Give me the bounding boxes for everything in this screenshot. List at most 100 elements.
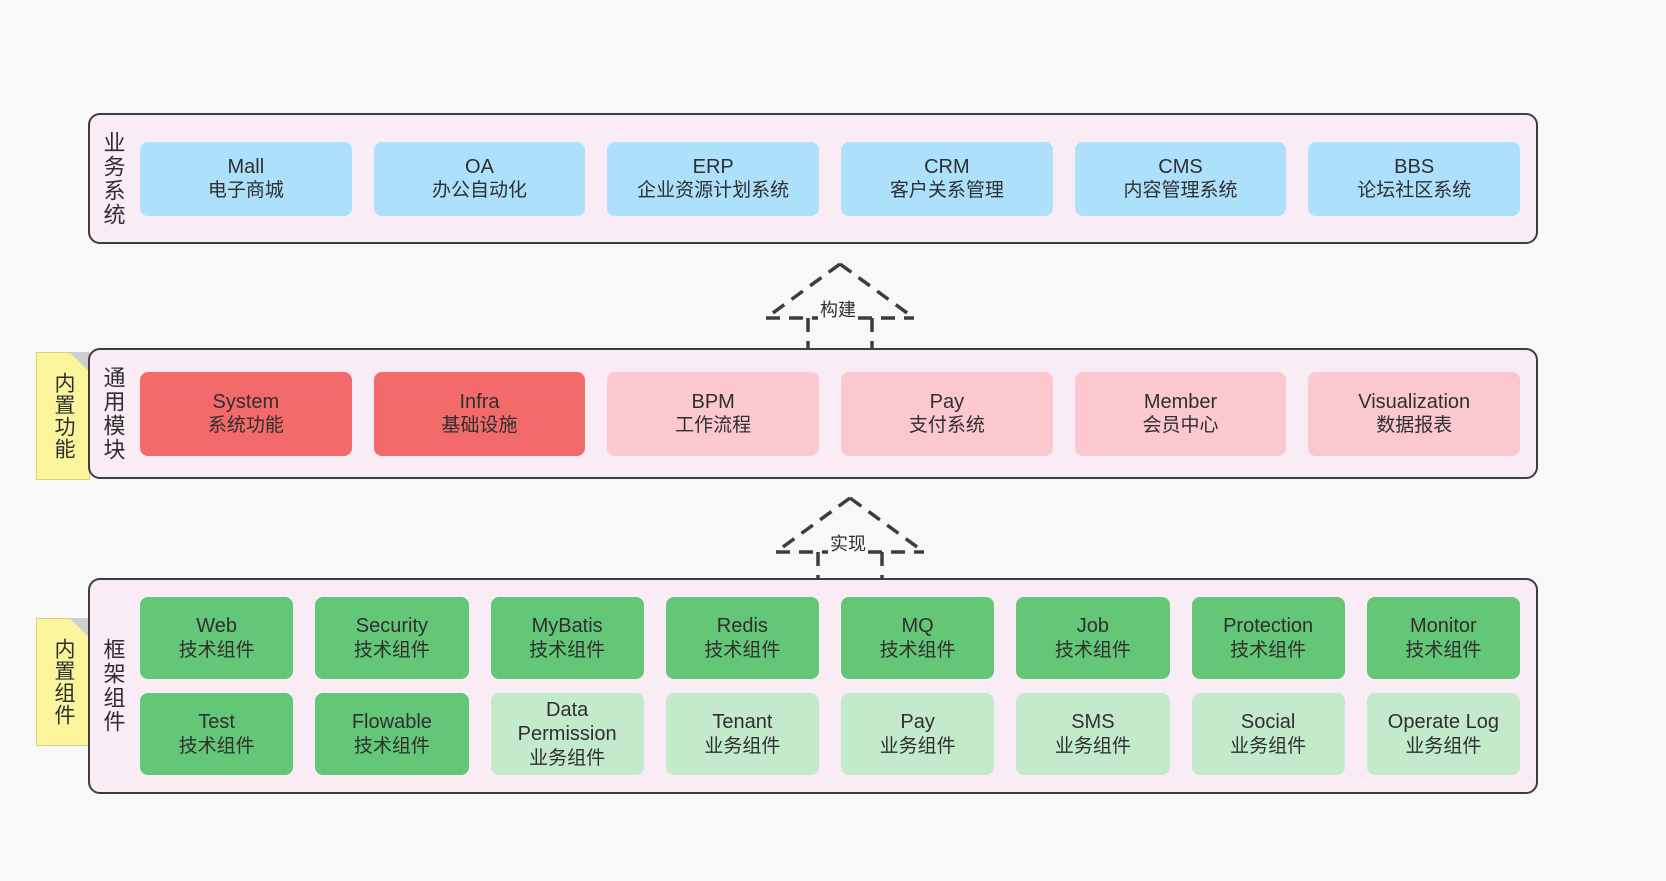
card-title-cn: 技术组件 (879, 639, 956, 661)
card-title-en: Flowable (351, 711, 432, 734)
card-title-cn: 技术组件 (704, 639, 781, 661)
framework-card-pay[interactable]: Pay 业务组件 (841, 693, 995, 775)
card-title-cn: 技术组件 (1054, 639, 1131, 661)
card-title-en: Monitor (1410, 615, 1477, 638)
card-title-cn: 技术组件 (1405, 639, 1482, 661)
common-module-layer-body: System 系统功能 Infra 基础设施 BPM 工作流程 Pay 支付系统… (136, 350, 1536, 477)
business-card-erp[interactable]: ERP 企业资源计划系统 (607, 141, 820, 216)
card-title-cn: 技术组件 (178, 735, 255, 757)
implement-relation-label: 实现 (828, 530, 868, 556)
card-title-cn: 业务组件 (1230, 735, 1307, 757)
framework-component-layer-label: 框架组件 (100, 638, 126, 734)
card-title-cn: 系统功能 (207, 415, 284, 437)
framework-biz-row: Test 技术组件 Flowable 技术组件 Data Permission … (140, 693, 1520, 775)
card-title-en: Job (1076, 615, 1109, 638)
business-card-oa[interactable]: OA 办公自动化 (373, 141, 586, 216)
business-system-layer-body: Mall 电子商城 OA 办公自动化 ERP 企业资源计划系统 CRM 客户关系… (136, 115, 1536, 242)
common-card-pay[interactable]: Pay 支付系统 (841, 371, 1053, 456)
card-title-en: Security (355, 615, 428, 638)
card-title-en: MyBatis (531, 615, 603, 638)
card-title-cn: 工作流程 (675, 415, 752, 437)
common-card-infra[interactable]: Infra 基础设施 (373, 371, 586, 456)
common-card-visualization[interactable]: Visualization 数据报表 (1308, 371, 1521, 456)
business-card-mall[interactable]: Mall 电子商城 (140, 141, 352, 216)
common-module-row: System 系统功能 Infra 基础设施 BPM 工作流程 Pay 支付系统… (140, 371, 1521, 456)
business-system-layer-label: 业务系统 (100, 130, 126, 227)
card-title-cn: 电子商城 (207, 180, 284, 202)
framework-card-test[interactable]: Test 技术组件 (140, 693, 294, 775)
card-title-cn: 支付系统 (908, 415, 985, 437)
framework-card-web[interactable]: Web 技术组件 (140, 597, 294, 679)
card-title-cn: 技术组件 (353, 735, 430, 757)
framework-card-mybatis[interactable]: MyBatis 技术组件 (490, 597, 644, 679)
builtin-feature-note-label: 内置功能 (52, 372, 76, 460)
card-title-en: CRM (924, 155, 970, 178)
card-title-cn: 技术组件 (353, 639, 430, 661)
card-title-en: Pay (929, 390, 965, 413)
common-card-member[interactable]: Member 会员中心 (1074, 371, 1287, 456)
framework-card-protection[interactable]: Protection 技术组件 (1191, 597, 1345, 679)
framework-card-operate-log[interactable]: Operate Log 业务组件 (1366, 693, 1520, 775)
card-title-cn: 业务组件 (1405, 735, 1482, 757)
framework-tech-row: Web 技术组件 Security 技术组件 MyBatis 技术组件 Redi… (140, 597, 1520, 679)
builtin-component-note-label: 内置组件 (52, 638, 76, 726)
card-title-en: SMS (1071, 711, 1115, 734)
card-title-en: Test (198, 711, 235, 734)
card-title-cn: 论坛社区系统 (1357, 180, 1472, 202)
build-relation-arrow: 构建 (760, 258, 920, 354)
framework-component-layer: 框架组件 Web 技术组件 Security 技术组件 MyBatis 技术组件… (88, 578, 1538, 794)
card-title-cn: 内容管理系统 (1123, 180, 1238, 202)
card-title-en: ERP (692, 155, 734, 178)
card-title-en: Operate Log (1387, 711, 1499, 734)
business-card-bbs[interactable]: BBS 论坛社区系统 (1308, 141, 1521, 216)
business-system-layer: 业务系统 Mall 电子商城 OA 办公自动化 ERP 企业资源计划系统 CRM… (88, 113, 1538, 244)
framework-card-social[interactable]: Social 业务组件 (1191, 693, 1345, 775)
card-title-en: OA (465, 155, 494, 178)
business-card-crm[interactable]: CRM 客户关系管理 (841, 141, 1053, 216)
card-title-en: System (212, 390, 280, 413)
framework-card-sms[interactable]: SMS 业务组件 (1016, 693, 1170, 775)
card-title-cn: 业务组件 (704, 735, 781, 757)
common-card-bpm[interactable]: BPM 工作流程 (607, 371, 820, 456)
framework-card-job[interactable]: Job 技术组件 (1016, 597, 1170, 679)
implement-relation-arrow: 实现 (770, 492, 930, 588)
common-card-system[interactable]: System 系统功能 (140, 371, 352, 456)
card-title-cn: 技术组件 (1230, 639, 1307, 661)
card-title-en: Mall (227, 155, 265, 178)
framework-card-monitor[interactable]: Monitor 技术组件 (1366, 597, 1520, 679)
card-title-cn: 客户关系管理 (889, 180, 1004, 202)
card-title-en: Web (196, 615, 237, 638)
card-title-en: MQ (901, 615, 934, 638)
card-title-cn: 基础设施 (441, 415, 518, 437)
card-title-cn: 业务组件 (1054, 735, 1131, 757)
card-title-en: Infra (459, 390, 500, 413)
card-title-cn: 会员中心 (1142, 415, 1219, 437)
card-title-en: CMS (1158, 155, 1203, 178)
card-title-en: Visualization (1358, 390, 1471, 413)
common-module-layer-label: 通用模块 (100, 365, 126, 462)
card-title-en: Protection (1223, 615, 1314, 638)
builtin-component-note: 内置组件 (36, 618, 90, 746)
card-title-en: Tenant (712, 711, 773, 734)
card-title-en: BBS (1394, 155, 1435, 178)
card-title-en: BPM (691, 390, 735, 413)
card-title-en: Redis (716, 615, 768, 638)
framework-card-mq[interactable]: MQ 技术组件 (841, 597, 995, 679)
card-title-en: Member (1143, 390, 1218, 413)
card-title-cn: 技术组件 (529, 639, 606, 661)
card-title-cn: 技术组件 (178, 639, 255, 661)
build-relation-label: 构建 (818, 296, 858, 322)
card-title-cn: 业务组件 (529, 747, 606, 769)
builtin-feature-note: 内置功能 (36, 352, 90, 480)
card-title-en: Data Permission (517, 699, 617, 746)
card-title-cn: 数据报表 (1376, 415, 1453, 437)
framework-card-redis[interactable]: Redis 技术组件 (665, 597, 819, 679)
card-title-en: Social (1240, 711, 1296, 734)
card-title-cn: 企业资源计划系统 (637, 180, 790, 202)
framework-card-security[interactable]: Security 技术组件 (315, 597, 469, 679)
framework-card-tenant[interactable]: Tenant 业务组件 (665, 693, 819, 775)
framework-card-data-permission[interactable]: Data Permission 业务组件 (490, 693, 644, 775)
framework-card-flowable[interactable]: Flowable 技术组件 (315, 693, 469, 775)
card-title-cn: 业务组件 (879, 735, 956, 757)
business-card-cms[interactable]: CMS 内容管理系统 (1074, 141, 1287, 216)
